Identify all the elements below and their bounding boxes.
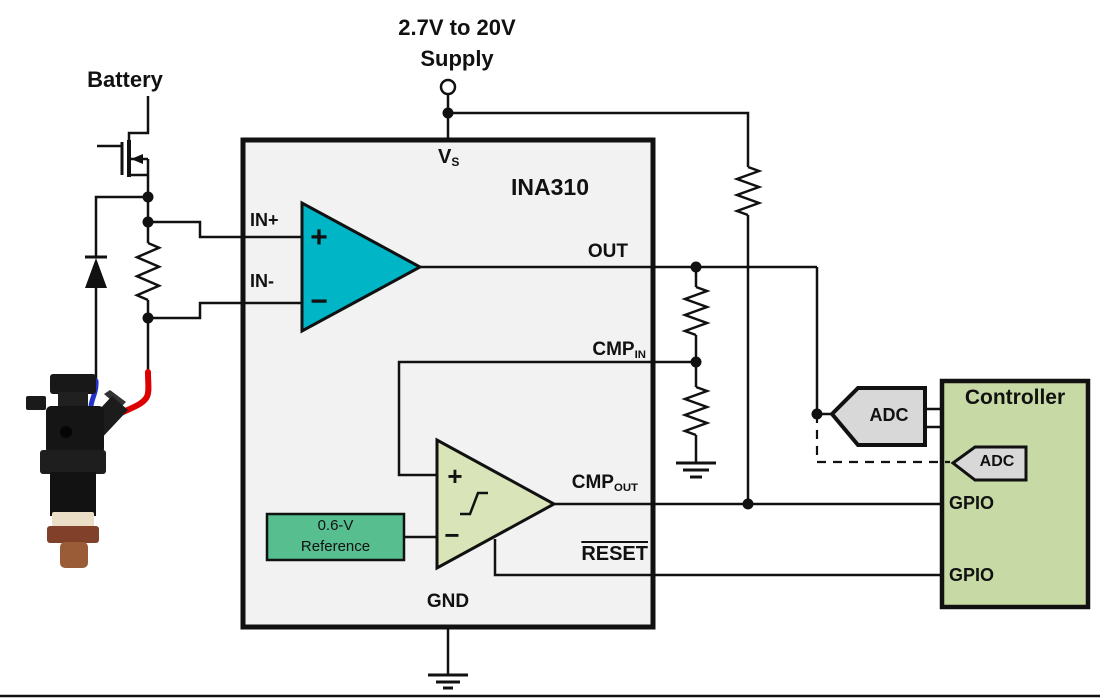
shunt-resistor bbox=[133, 241, 163, 302]
battery-wire bbox=[127, 96, 150, 142]
adc-top-label: ADC bbox=[869, 405, 909, 425]
reference-block bbox=[265, 512, 406, 562]
adc-bottom-label: ADC bbox=[979, 453, 1015, 470]
opamp-triangle bbox=[300, 200, 424, 334]
pin-label-reset: RESET bbox=[581, 543, 648, 565]
reference-label: 0.6-V Reference bbox=[267, 515, 404, 557]
adc-bottom-shape bbox=[950, 445, 1028, 482]
dashed-adc-wire bbox=[815, 414, 950, 464]
reset-wire bbox=[493, 539, 942, 577]
controller-package bbox=[939, 378, 1091, 610]
pin-label-out: OUT bbox=[587, 241, 628, 262]
gpio-top-label: GPIO bbox=[949, 493, 995, 513]
adc-top-shape bbox=[829, 386, 927, 447]
diode-branch-wire bbox=[94, 195, 148, 383]
gpio-bottom-label: GPIO bbox=[949, 565, 995, 585]
ic-ground-symbol bbox=[428, 673, 468, 690]
divider-top-resistor bbox=[681, 285, 711, 337]
adc-bus-wires bbox=[925, 407, 942, 429]
hysteresis-icon bbox=[460, 491, 488, 516]
mosfet-icon bbox=[120, 140, 143, 177]
opamp: + − bbox=[300, 200, 424, 334]
pin-label-vs: VS bbox=[438, 146, 460, 169]
pin-label-gnd: GND bbox=[426, 591, 470, 612]
supply-label-line2: Supply bbox=[420, 46, 494, 71]
comparator: + − bbox=[435, 437, 558, 571]
controller-title: Controller bbox=[964, 386, 1066, 409]
supply-terminal-icon bbox=[439, 78, 457, 96]
supply-label: 2.7V to 20V Supply bbox=[377, 12, 537, 74]
comparator-triangle bbox=[435, 437, 558, 571]
opamp-minus-sign: − bbox=[310, 285, 328, 318]
pin-label-in-plus: IN+ bbox=[250, 210, 279, 230]
opamp-plus-sign: + bbox=[310, 221, 328, 254]
ina310-title: INA310 bbox=[511, 174, 589, 200]
supply-label-line1: 2.7V to 20V bbox=[398, 15, 516, 40]
pin-label-cmp-out: CMPOUT bbox=[571, 472, 638, 494]
reference-label-line1: 0.6-V bbox=[317, 517, 354, 534]
fuel-injector-image bbox=[26, 369, 152, 568]
divider-bottom-resistor bbox=[681, 385, 711, 437]
cmp-in-wire bbox=[397, 360, 696, 477]
comparator-plus-sign: + bbox=[447, 461, 462, 491]
flyback-diode-icon bbox=[85, 255, 107, 288]
reference-label-line2: Reference bbox=[300, 538, 371, 555]
pin-label-cmp-in: CMPIN bbox=[592, 339, 646, 361]
in-minus-wire bbox=[148, 301, 302, 320]
junction-dots bbox=[142, 107, 823, 510]
in-plus-wire bbox=[148, 220, 302, 239]
pullup-resistor bbox=[733, 165, 763, 217]
battery-label: Battery bbox=[87, 67, 163, 92]
pin-label-in-minus: IN- bbox=[250, 271, 274, 291]
mosfet-source-wire bbox=[129, 157, 150, 197]
divider-ground-symbol bbox=[676, 461, 716, 479]
resistors bbox=[133, 165, 763, 437]
comparator-minus-sign: − bbox=[444, 520, 459, 550]
